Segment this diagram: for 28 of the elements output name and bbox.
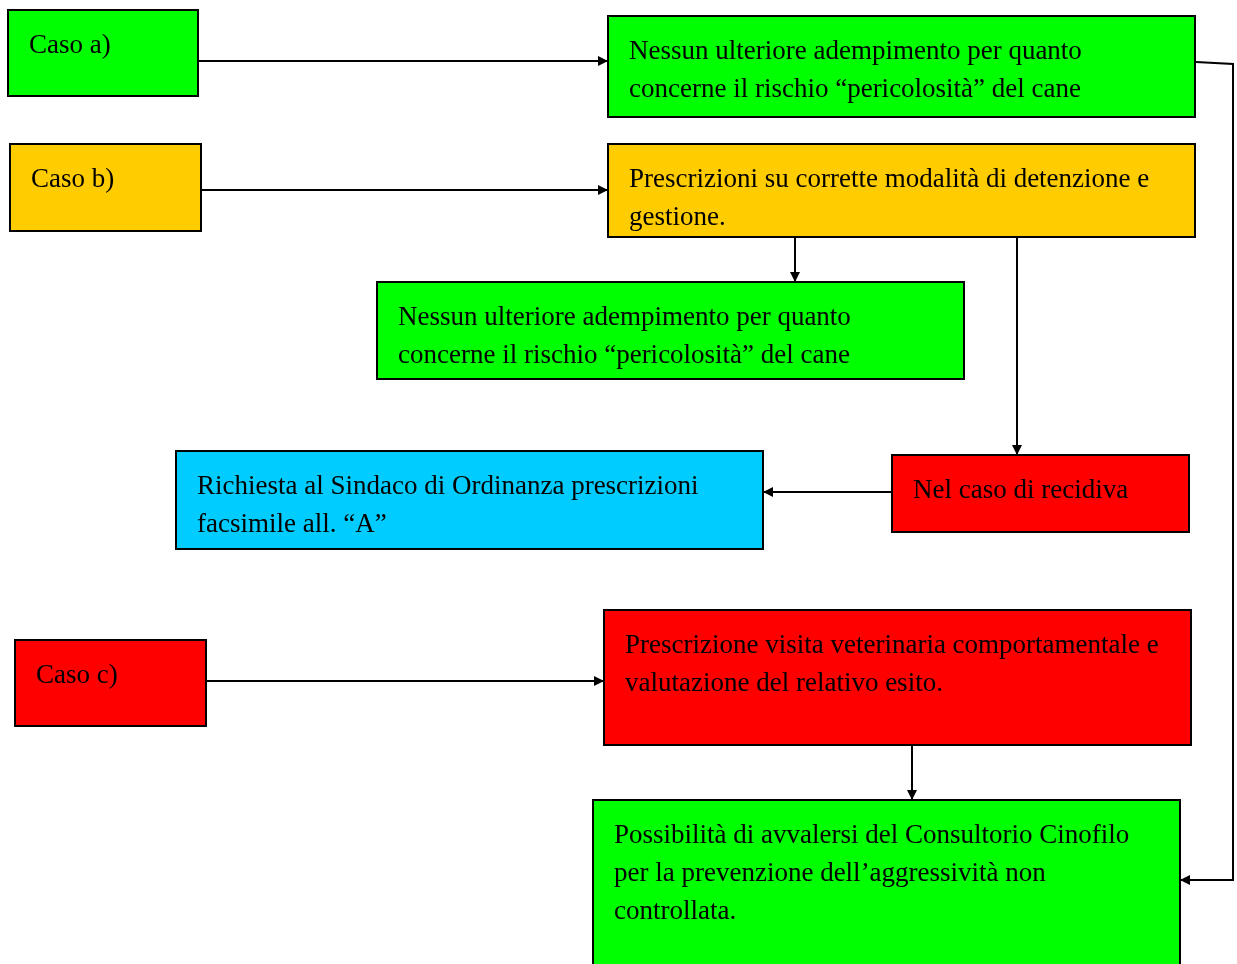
process-box [14,639,207,727]
process-box [592,799,1181,964]
box-text: Richiesta al Sindaco di Ordinanza prescrizioni facsimile all. “A” [197,469,700,540]
box-text: Possibilità di avvalersi del Consultorio Cinofilo per la prevenzione dell’aggressività non controllata. [614,818,1131,927]
box-text: Nessun ulteriore adempimento per quanto concerne il rischio “pericolosità” del cane [629,34,1083,105]
box-text: Caso a) [29,28,112,61]
process-box [891,454,1190,533]
arrow [1180,61,1234,885]
process-box [9,143,202,232]
arrow [198,56,608,66]
arrow [1012,237,1022,455]
box-text: Prescrizione visita veterinaria comportamentale e valutazione del relativo esito. [625,628,1160,699]
process-box [175,450,764,550]
box-text: Nel caso di recidiva [913,473,1130,506]
arrow [790,237,800,282]
box-text: Caso b) [31,162,116,195]
box-text: Caso c) [36,658,119,691]
arrow [907,745,917,800]
process-box [607,143,1196,238]
arrow [206,676,604,686]
process-box [7,9,199,97]
arrow [763,487,892,497]
arrow [201,185,608,195]
process-box [603,609,1192,746]
process-box [607,15,1196,118]
process-box [376,281,965,380]
box-text: Nessun ulteriore adempimento per quanto concerne il rischio “pericolosità” del cane [398,300,852,371]
box-text: Prescrizioni su corrette modalità di detenzione e gestione. [629,162,1151,233]
